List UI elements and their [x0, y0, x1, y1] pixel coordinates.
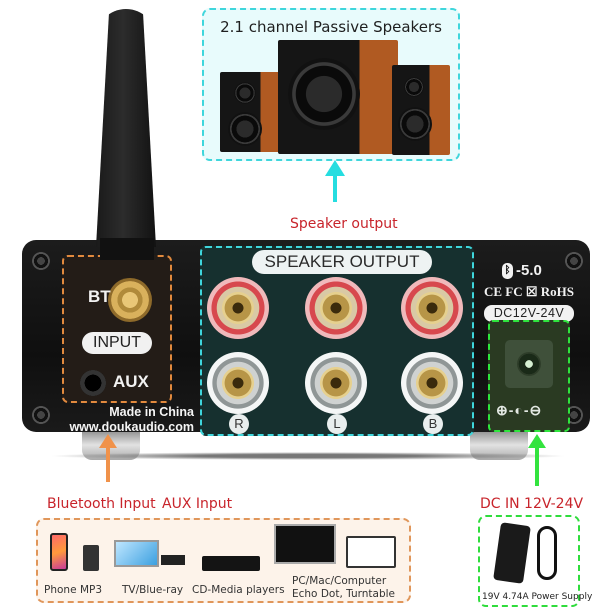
right-speaker-image: [392, 65, 450, 155]
device-label-tv: TV/Blue-ray: [122, 584, 184, 596]
cd-player-icon: [202, 556, 260, 571]
aux-label: AUX: [113, 372, 149, 391]
channel-label-r: R: [229, 414, 249, 434]
device-label-echo: Echo Dot, Turntable: [292, 588, 395, 600]
speaker-output-arrow-icon: [325, 160, 345, 202]
amp-shadow: [48, 452, 568, 460]
left-speaker-image: [220, 72, 282, 152]
bluetooth-version: ᛒ-5.0: [502, 262, 542, 280]
device-label-cd: CD-Media players: [192, 584, 285, 596]
website-label: www.doukaudio.com: [69, 420, 194, 434]
input-label: INPUT: [82, 332, 152, 354]
polarity-symbol: ⊕-◐-⊖: [496, 402, 543, 418]
bt-label: BT: [88, 287, 111, 306]
screw-icon: [32, 252, 50, 270]
channel-label-l: L: [327, 414, 347, 434]
monitor-icon: [274, 524, 336, 564]
binding-post-b-positive[interactable]: [401, 277, 463, 339]
certification-marks: CE FC ☒ RoHS: [484, 284, 575, 299]
router-icon: [161, 555, 185, 565]
channel-label-b: B: [423, 414, 443, 434]
mp3-icon: [83, 545, 99, 571]
maker-info: Made in China www.doukaudio.com: [60, 405, 194, 435]
antenna-base: [100, 238, 154, 260]
screw-icon: [32, 406, 50, 424]
tv-icon: [114, 540, 159, 567]
phone-icon: [50, 533, 68, 571]
power-arrow-icon: [528, 434, 546, 486]
binding-post-l-positive[interactable]: [305, 277, 367, 339]
screw-icon: [565, 252, 583, 270]
power-supply-label: 19V 4.74A Power Supply: [482, 592, 593, 602]
device-label-pc: PC/Mac/Computer: [292, 575, 387, 587]
binding-post-b-negative[interactable]: [401, 352, 463, 414]
aux-jack-icon[interactable]: [80, 370, 106, 396]
dc-in-label: DC IN 12V-24V: [480, 496, 584, 512]
binding-post-r-negative[interactable]: [207, 352, 269, 414]
device-label-mp3: MP3: [80, 584, 103, 596]
bluetooth-icon: ᛒ: [502, 263, 513, 280]
binding-post-l-negative[interactable]: [305, 352, 367, 414]
speakers-panel: 2.1 channel Passive Speakers: [202, 8, 460, 161]
subwoofer-image: [278, 40, 398, 154]
dc-jack-icon[interactable]: [505, 340, 553, 388]
antenna-connector-icon: [108, 278, 152, 322]
bluetooth-antenna: [96, 9, 156, 247]
speaker-output-caption: Speaker output: [290, 216, 398, 232]
input-arrow-icon: [99, 434, 117, 482]
speakers-title: 2.1 channel Passive Speakers: [220, 18, 442, 36]
power-cord-icon: [537, 526, 557, 580]
speaker-output-title: SPEAKER OUTPUT: [252, 250, 432, 274]
aux-input-label: AUX Input: [162, 496, 233, 512]
laptop-icon: [346, 536, 396, 568]
voltage-label: DC12V-24V: [484, 305, 574, 322]
made-in-label: Made in China: [109, 405, 194, 419]
bluetooth-input-label: Bluetooth Input: [47, 496, 156, 512]
binding-post-r-positive[interactable]: [207, 277, 269, 339]
device-label-phone: Phone: [44, 584, 77, 596]
bluetooth-version-text: -5.0: [516, 262, 542, 279]
